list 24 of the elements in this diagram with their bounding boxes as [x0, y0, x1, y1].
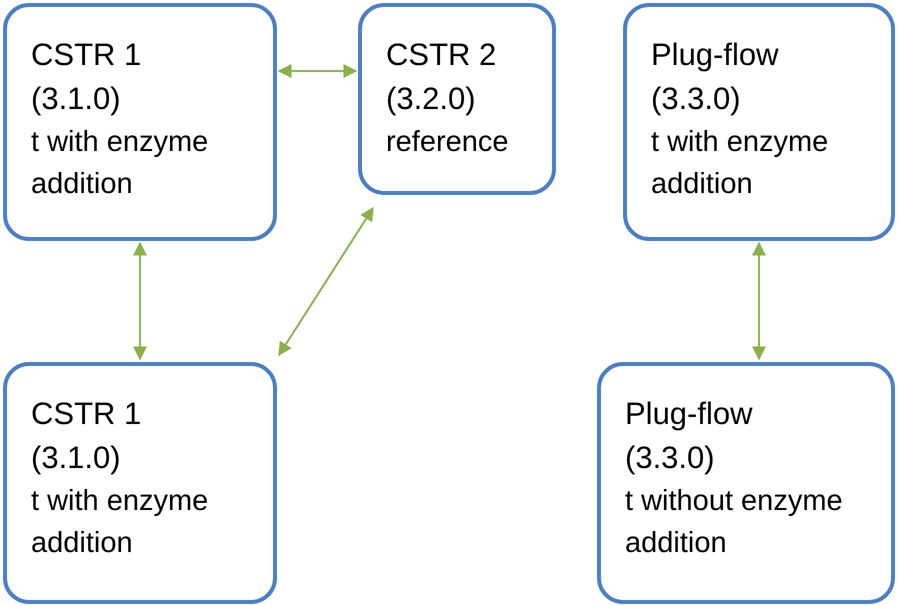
box-description: reference [386, 125, 510, 160]
box-title: CSTR 2 [386, 36, 498, 74]
box-description: t with enzyme addition [31, 125, 210, 202]
box-title: Plug-flow [651, 36, 780, 74]
section-number: (3.2.0) [386, 80, 477, 118]
process-box [597, 362, 895, 604]
double-arrow [278, 64, 358, 78]
box-description: t with enzyme addition [31, 484, 210, 561]
section-number: (3.1.0) [31, 80, 122, 118]
section-number: (3.3.0) [625, 439, 716, 477]
box-title: CSTR 1 [31, 395, 142, 433]
box-title: Plug-flow [625, 395, 754, 433]
box-description: t without enzyme addition [625, 484, 844, 561]
double-arrow [278, 206, 374, 356]
double-arrow [752, 242, 766, 360]
process-box [3, 362, 277, 604]
box-description: t with enzyme addition [651, 125, 830, 202]
process-box [358, 3, 556, 195]
process-box [3, 3, 277, 241]
section-number: (3.1.0) [31, 439, 122, 477]
double-arrow [133, 242, 147, 360]
box-title: CSTR 1 [31, 36, 142, 74]
section-number: (3.3.0) [651, 80, 742, 118]
process-box [623, 3, 895, 241]
